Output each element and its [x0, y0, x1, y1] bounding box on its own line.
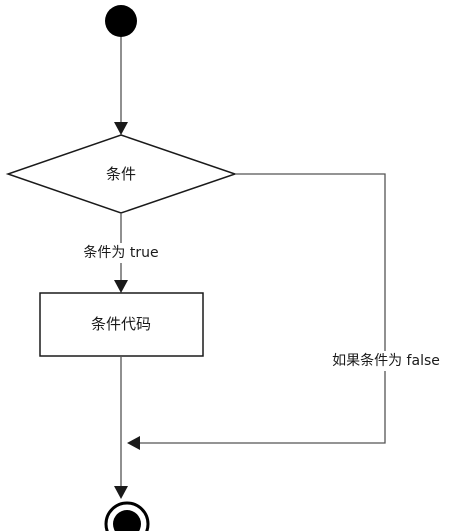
arrow-false-merge [127, 436, 140, 450]
action-label: 条件代码 [91, 315, 151, 333]
false-branch-label: 如果条件为 false [332, 352, 440, 369]
arrow-into-decision [114, 122, 128, 135]
start-node [105, 5, 137, 37]
arrow-into-end [114, 486, 128, 499]
arrow-into-action [114, 280, 128, 293]
false-label-background [316, 351, 456, 371]
action-node[interactable] [39, 292, 204, 357]
end-node-core [113, 510, 141, 531]
edge-false-branch [138, 173, 386, 444]
decision-label: 条件 [106, 165, 136, 183]
true-branch-label: 条件为 true [83, 244, 158, 261]
true-label-background [70, 243, 174, 263]
